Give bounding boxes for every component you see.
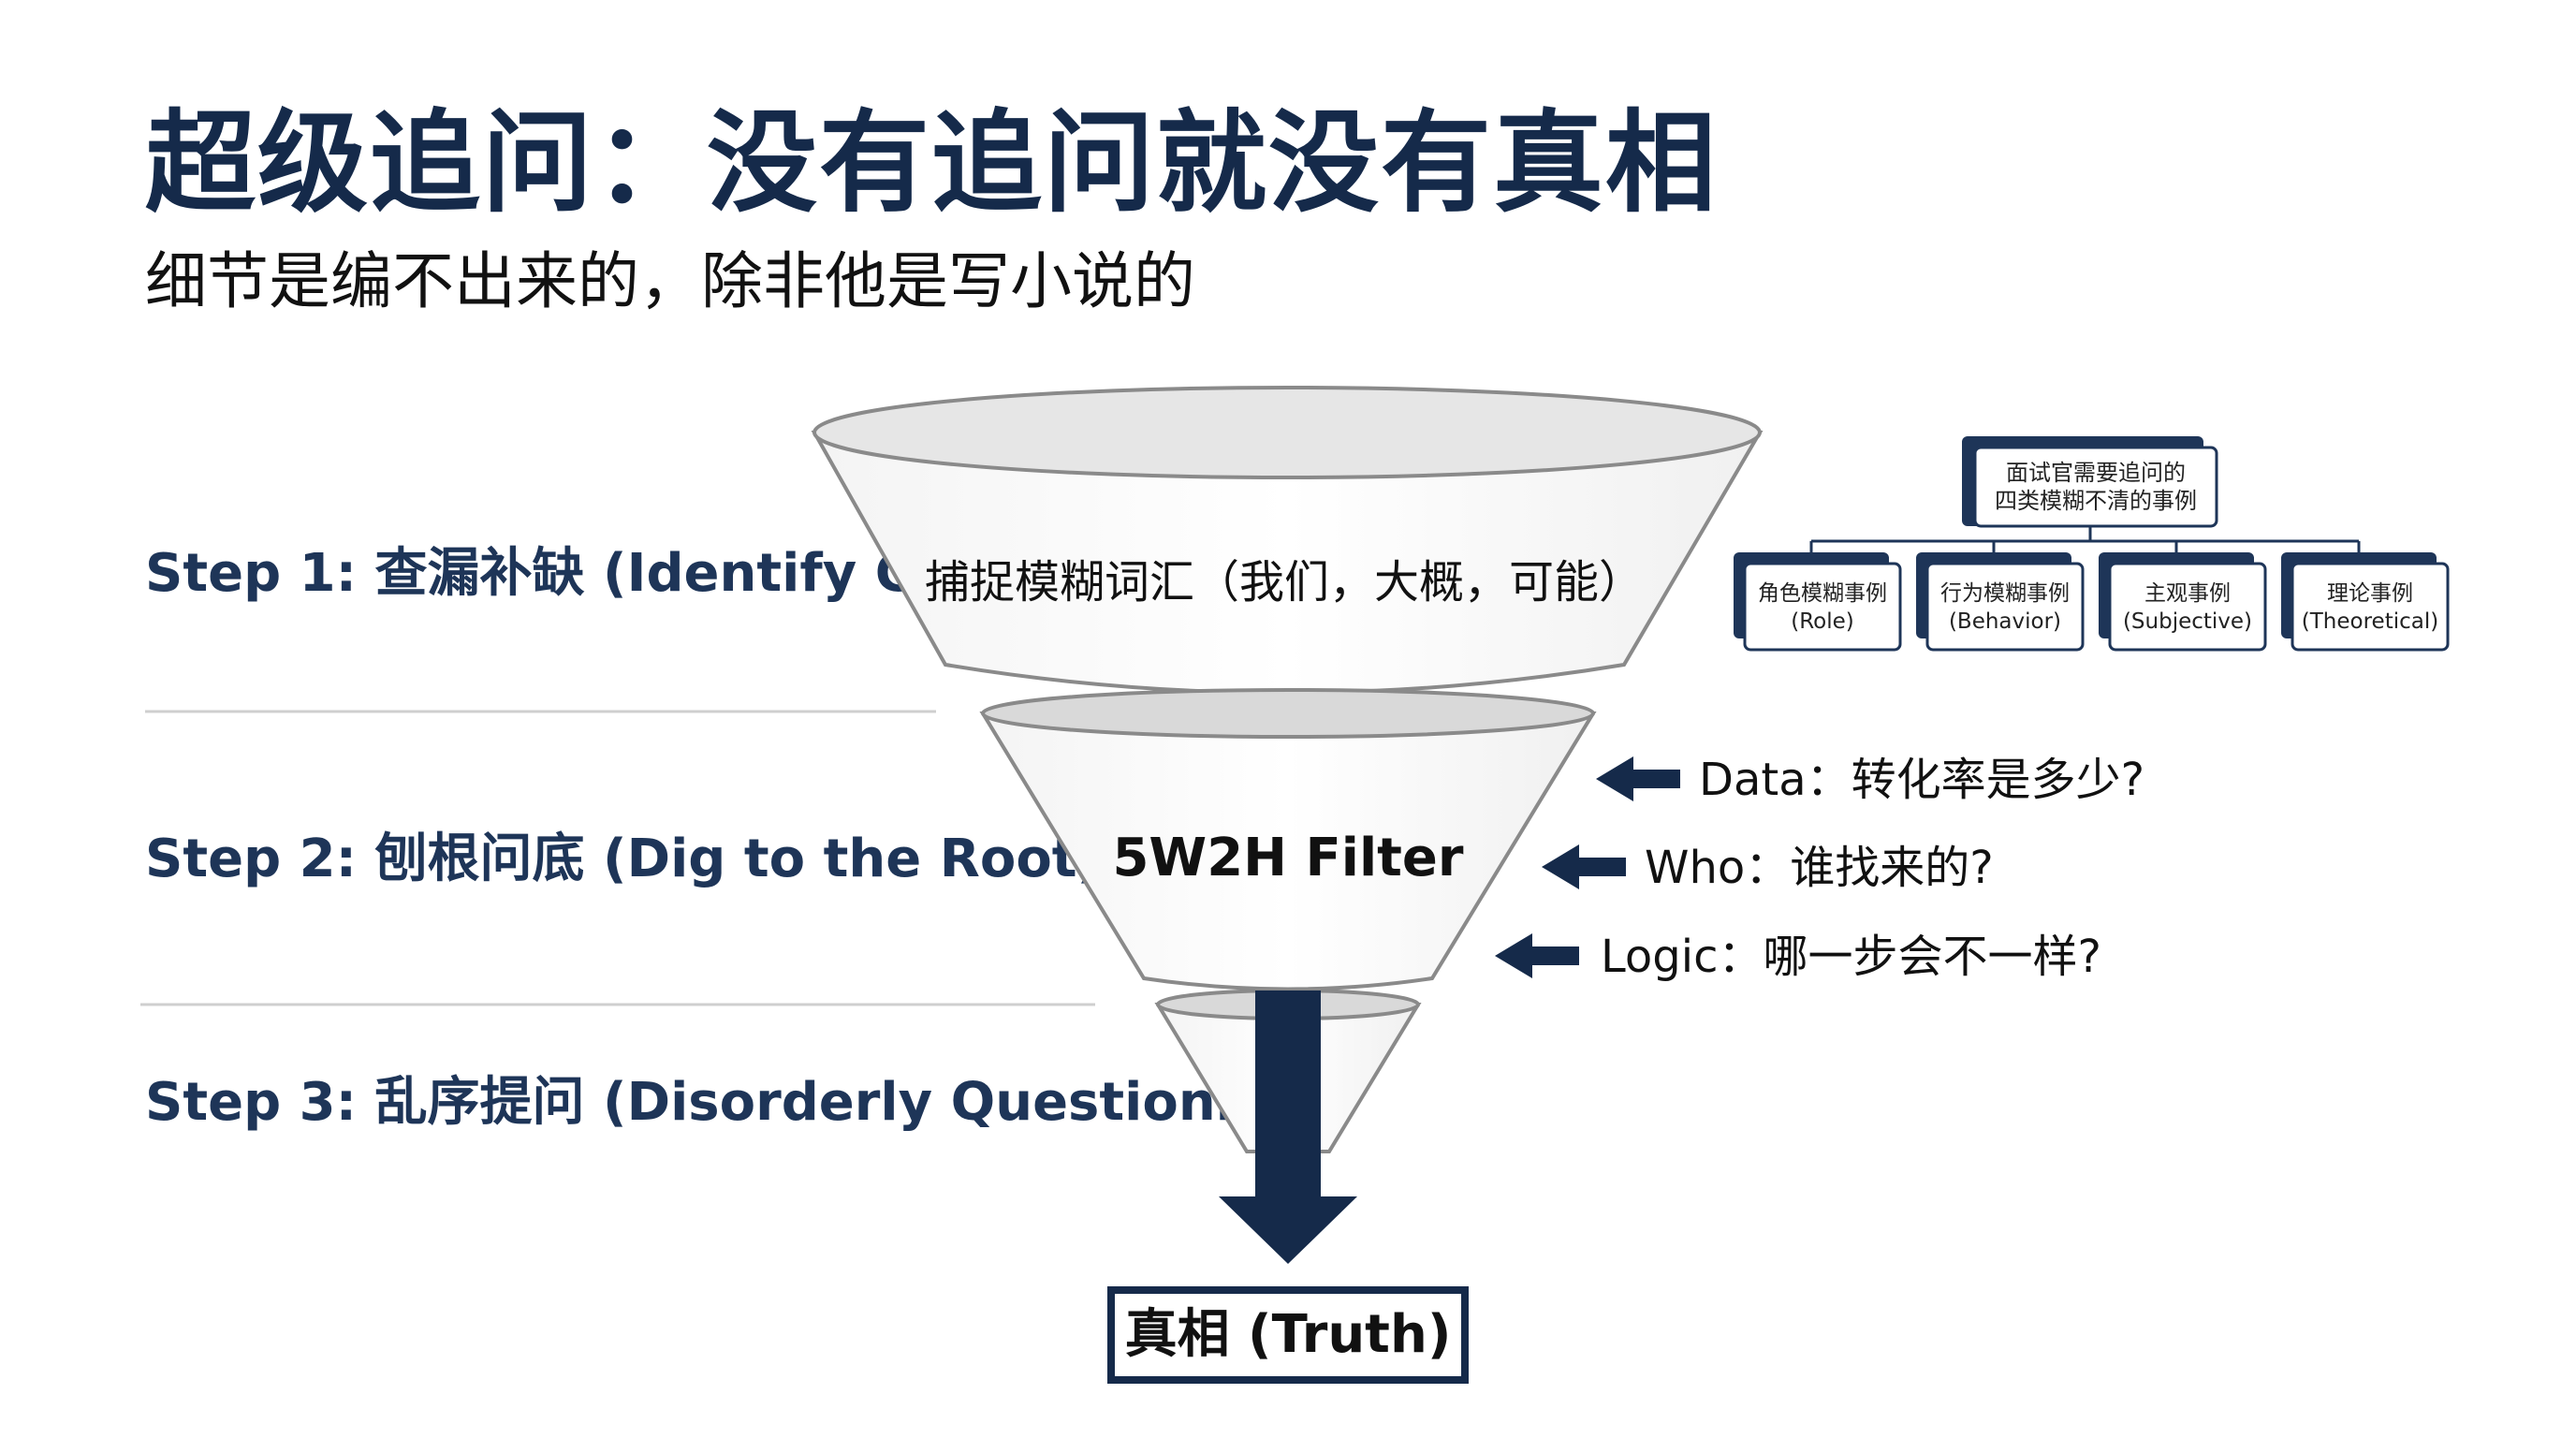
- down-arrow-icon: [1219, 990, 1357, 1264]
- tree-root-node: 面试官需要追问的 四类模糊不清的事例: [1962, 436, 2218, 528]
- tree-node-behavior-line1: 行为模糊事例: [1940, 581, 2070, 606]
- tree-node-behavior: 行为模糊事例 (Behavior): [1916, 552, 2085, 652]
- tree-node-role: 角色模糊事例 (Role): [1734, 552, 1902, 652]
- left-arrow-icon: [1495, 933, 1579, 978]
- tree-node-behavior-line2: (Behavior): [1949, 609, 2061, 634]
- question-3: Logic：哪一步会不一样?: [1495, 931, 2101, 983]
- stage-2-text: 5W2H Filter: [1112, 828, 1463, 888]
- page-subtitle: 细节是编不出来的，除非他是写小说的: [145, 245, 1195, 317]
- tree-node-subjective-line2: (Subjective): [2123, 609, 2252, 634]
- tree-root-line1: 面试官需要追问的: [2006, 460, 2186, 486]
- tree-node-subjective-line1: 主观事例: [2144, 581, 2231, 606]
- tree-root-line2: 四类模糊不清的事例: [1995, 488, 2197, 514]
- step-3-label: Step 3: 乱序提问 (Disorderly Questioning): [145, 1072, 1333, 1133]
- step-2-label: Step 2: 刨根问底 (Dig to the Root): [145, 829, 1102, 889]
- truth-label: 真相 (Truth): [1125, 1304, 1452, 1365]
- tree-diagram: 面试官需要追问的 四类模糊不清的事例 角色模糊事例 (Role) 行为模糊事例 …: [1734, 436, 2450, 652]
- question-2: Who：谁找来的?: [1542, 842, 1994, 894]
- funnel-stage-1: [811, 386, 1764, 695]
- tree-node-theoretical-line2: (Theoretical): [2302, 609, 2438, 634]
- tree-node-theoretical-line1: 理论事例: [2327, 581, 2413, 606]
- left-arrow-icon: [1542, 844, 1626, 889]
- question-3-text: Logic：哪一步会不一样?: [1601, 931, 2101, 983]
- tree-node-role-line1: 角色模糊事例: [1758, 581, 1887, 606]
- stage-1-text: 捕捉模糊词汇（我们，大概，可能）: [925, 556, 1644, 609]
- left-arrow-icon: [1596, 756, 1680, 801]
- funnel-stage-2: [979, 688, 1597, 991]
- question-2-text: Who：谁找来的?: [1645, 842, 1994, 894]
- question-1: Data：转化率是多少?: [1596, 754, 2144, 806]
- question-1-text: Data：转化率是多少?: [1699, 754, 2144, 806]
- page-title: 超级追问：没有追问就没有真相: [145, 98, 1719, 227]
- tree-node-subjective: 主观事例 (Subjective): [2099, 552, 2267, 652]
- tree-node-theoretical: 理论事例 (Theoretical): [2281, 552, 2450, 652]
- truth-box: [1107, 1286, 1469, 1384]
- tree-node-role-line2: (Role): [1791, 609, 1854, 634]
